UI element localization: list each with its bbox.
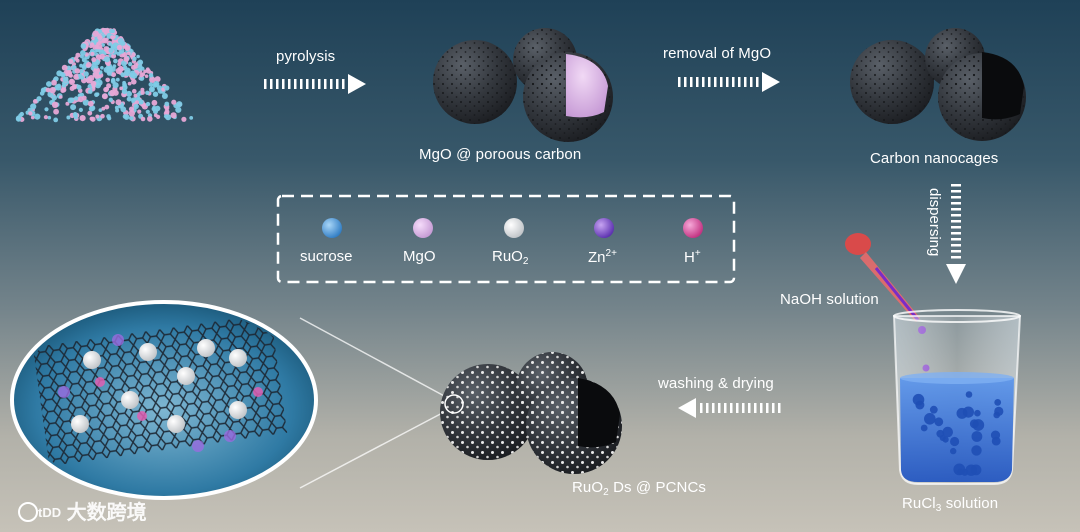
carbon-nanocage-particle	[850, 28, 1026, 141]
legend-swatch-mgo	[413, 218, 433, 238]
zoom-line-bottom	[300, 410, 448, 488]
legend-label-zn: Zn2+	[588, 248, 617, 266]
nanocages-label: Carbon nanocages	[870, 150, 998, 167]
ruo2-pcnc-label: RuO2 Ds @ PCNCs	[572, 479, 706, 498]
naoh-label: NaOH solution	[780, 291, 879, 308]
legend-swatch-ruo2	[504, 218, 524, 238]
ruo2-pcnc-particle	[440, 352, 622, 474]
washing-arrow	[678, 398, 781, 418]
dispersing-label: dispersing	[926, 188, 943, 256]
mgo-carbon-label: MgO @ poroous carbon	[419, 146, 581, 163]
precursor-powder-pile	[16, 28, 193, 123]
rucl3-beaker	[894, 310, 1020, 484]
legend-swatch-zn	[594, 218, 614, 238]
legend-box	[278, 196, 734, 282]
legend-label-mgo: MgO	[403, 248, 436, 265]
zoom-lens	[12, 302, 316, 498]
rucl3-label: RuCl3 solution	[902, 495, 998, 514]
pyrolysis-arrow	[264, 74, 366, 94]
legend-swatch-sucrose	[322, 218, 342, 238]
legend-label-ruo2: RuO2	[492, 248, 528, 267]
removal-arrow	[678, 72, 780, 92]
watermark: tDD 大数跨境	[12, 496, 147, 525]
legend-swatch-h	[683, 218, 703, 238]
washing-label: washing & drying	[658, 375, 774, 392]
legend-label-sucrose: sucrose	[300, 248, 353, 265]
zoom-line-top	[300, 318, 448, 398]
mgo-porous-carbon-particle	[433, 28, 613, 142]
dispersing-arrow	[946, 184, 966, 284]
legend-label-h: H+	[684, 248, 701, 266]
pyrolysis-label: pyrolysis	[276, 48, 335, 65]
removal-label: removal of MgO	[663, 45, 771, 62]
